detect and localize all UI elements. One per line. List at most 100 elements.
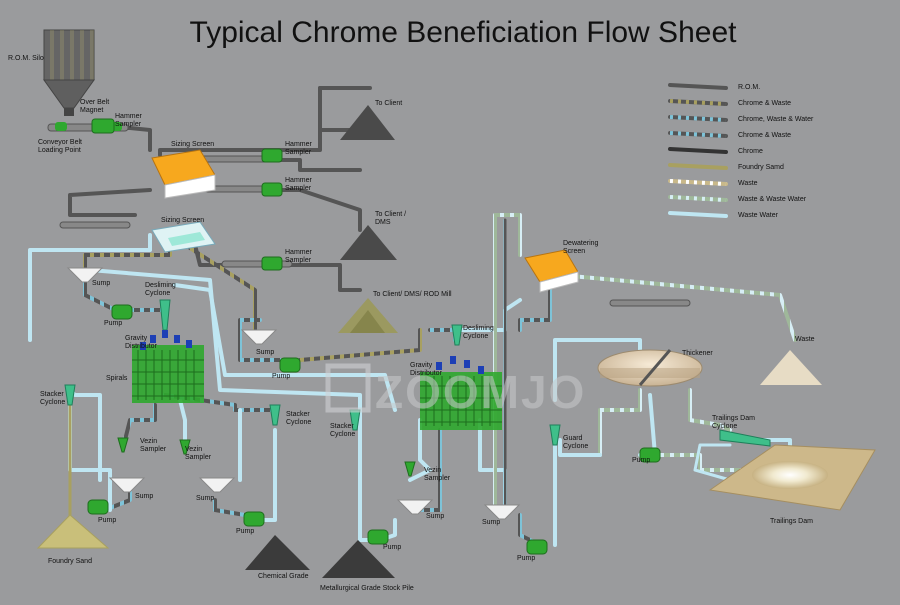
spirals-right bbox=[420, 356, 502, 430]
legend-swatch bbox=[668, 83, 728, 90]
legend-label: Waste & Waste Water bbox=[738, 196, 807, 203]
sump bbox=[66, 267, 521, 520]
legend-label: R.O.M. bbox=[738, 84, 760, 91]
legend-swatch-accent bbox=[669, 131, 727, 138]
sizing-screen-1 bbox=[151, 149, 216, 199]
to-client-label: To Client bbox=[375, 100, 402, 107]
legend-item: Waste & Waste Water bbox=[668, 195, 807, 203]
foundry-sand-label: Foundry Sand bbox=[48, 558, 92, 565]
sump-label: Sump bbox=[426, 513, 444, 520]
legend-item: Chrome & Waste bbox=[668, 99, 791, 107]
pipe-water-left bbox=[28, 233, 152, 272]
sump-label: Sump bbox=[92, 280, 110, 287]
legend-label: Chrome & Waste bbox=[738, 100, 791, 107]
vezin-sampler bbox=[117, 437, 416, 477]
pipe-waste-up bbox=[493, 213, 522, 507]
spirals-label: Spirals bbox=[106, 375, 128, 382]
to-client-dms-label: To Client /DMS bbox=[375, 211, 406, 226]
legend-swatch bbox=[668, 211, 728, 218]
pump-label: Pump bbox=[517, 555, 535, 562]
pump-label: Pump bbox=[98, 517, 116, 524]
pile-to-client-dms bbox=[340, 225, 397, 260]
legend-swatch-accent bbox=[669, 99, 727, 106]
hammer-sampler bbox=[91, 118, 283, 271]
legend-item: Chrome & Waste bbox=[668, 131, 791, 139]
legend-item: Waste bbox=[668, 179, 758, 187]
thickener-label: Thickener bbox=[682, 350, 713, 357]
pump-label: Pump bbox=[383, 544, 401, 551]
pump bbox=[87, 304, 661, 555]
legend-label: Chrome, Waste & Water bbox=[738, 116, 814, 123]
sizing-screen-label: Sizing Screen bbox=[171, 141, 214, 148]
pipe-network bbox=[28, 86, 797, 547]
legend-item: R.O.M. bbox=[668, 83, 760, 91]
pile-metallurgical-grade bbox=[322, 540, 395, 578]
pump-label: Pump bbox=[272, 373, 290, 380]
legend-item: Foundry Samd bbox=[668, 163, 784, 171]
pipe-to-client-dms bbox=[203, 188, 362, 232]
pile-chemical-grade bbox=[245, 535, 310, 570]
legend-label: Chrome & Waste bbox=[738, 132, 791, 139]
pump-label: Pump bbox=[236, 528, 254, 535]
pile-foundry-sand bbox=[36, 514, 110, 549]
legend-swatch-accent bbox=[669, 195, 727, 202]
pipe-waste-out bbox=[558, 273, 797, 342]
trailings-dam-cyclone bbox=[719, 429, 771, 447]
waste-label: Waste bbox=[795, 336, 815, 343]
pump-label: Pump bbox=[104, 320, 122, 327]
thickener bbox=[597, 349, 703, 387]
page-title: Typical Chrome Beneficiation Flow Sheet bbox=[190, 16, 738, 49]
pipe-to-client bbox=[318, 86, 352, 132]
pile-to-client bbox=[340, 105, 395, 140]
trailings-dam-label: Trailings Dam bbox=[770, 518, 813, 525]
dewatering-screen bbox=[524, 249, 579, 293]
legend-label: Foundry Samd bbox=[738, 164, 784, 171]
legend-swatch bbox=[668, 163, 728, 170]
chemical-grade-label: Chemical Grade bbox=[258, 573, 309, 580]
pile-to-rod-mill bbox=[338, 298, 398, 333]
legend-swatch-accent bbox=[669, 179, 727, 186]
sizing-screen-2 bbox=[151, 221, 216, 253]
legend-label: Chrome bbox=[738, 148, 763, 155]
sump-label: Sump bbox=[256, 349, 274, 356]
sump-label: Sump bbox=[482, 519, 500, 526]
sizing-screen-label: Sizing Screen bbox=[161, 217, 204, 224]
pump-label: Pump bbox=[632, 457, 650, 464]
watermark: ZOOMJO bbox=[325, 363, 584, 418]
legend-swatch-accent bbox=[669, 115, 727, 122]
legend-swatch bbox=[668, 147, 728, 154]
sump-label: Sump bbox=[196, 495, 214, 502]
rom-silo bbox=[43, 29, 95, 116]
metallurgical-grade-label: Metallurgical Grade Stock Pile bbox=[320, 585, 414, 592]
legend-label: Waste Water bbox=[738, 212, 779, 219]
pipe-to-rod-mill bbox=[193, 243, 362, 292]
rom-silo-label: R.O.M. Silo bbox=[8, 55, 44, 62]
legend-item: Chrome, Waste & Water bbox=[668, 115, 814, 123]
trailings-dam bbox=[708, 444, 876, 511]
legend-label: Waste bbox=[738, 180, 758, 187]
cyclone bbox=[64, 299, 561, 446]
